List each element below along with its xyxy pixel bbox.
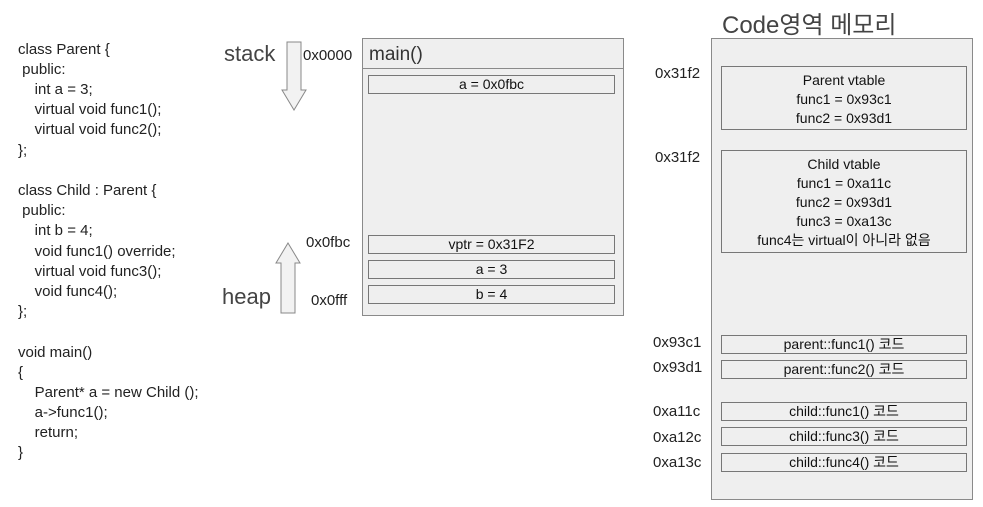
code-line: public: (18, 61, 66, 78)
stack-variable-cell: a = 0x0fbc (368, 75, 615, 94)
vtable-line: func1 = 0x93c1 (796, 91, 892, 107)
stack-heap-memory-panel: main() a = 0x0fbc vptr = 0x31F2 a = 3 b … (362, 38, 624, 316)
address-label: 0x0fbc (306, 234, 351, 251)
function-address: 0xa12c (653, 429, 702, 446)
code-line: a->func1(); (18, 404, 108, 421)
vtable-line: func3 = 0xa13c (796, 213, 892, 229)
code-line: }; (18, 142, 28, 159)
frame-header: main() (363, 39, 623, 69)
frame-title: main() (369, 44, 423, 65)
function-code-cell: child::func4() 코드 (721, 453, 967, 472)
heap-cell-b: b = 4 (368, 285, 615, 304)
function-address: 0xa11c (653, 403, 701, 420)
code-line: int b = 4; (18, 222, 93, 239)
code-line: virtual void func1(); (18, 101, 162, 118)
stack-down-arrow-icon (281, 41, 307, 111)
parent-vtable-box: Parent vtable func1 = 0x93c1 func2 = 0x9… (721, 66, 967, 130)
code-line: } (18, 444, 24, 461)
code-line: }; (18, 303, 28, 320)
code-line: return; (18, 424, 79, 441)
heap-label: heap (222, 284, 271, 309)
code-line: virtual void func2(); (18, 121, 162, 138)
stack-label: stack (224, 41, 276, 66)
code-line: int a = 3; (18, 81, 93, 98)
function-address: 0x93c1 (653, 334, 702, 351)
vtable-line: func4는 virtual이 아니라 없음 (757, 232, 931, 248)
heap-up-arrow-icon (275, 242, 301, 314)
parent-vtable-address: 0x31f2 (655, 65, 701, 82)
child-vtable-box: Child vtable func1 = 0xa11c func2 = 0x93… (721, 150, 967, 253)
vtable-line: Parent vtable (802, 72, 886, 88)
function-code-cell: child::func3() 코드 (721, 427, 967, 446)
vtable-line: func2 = 0x93d1 (795, 110, 893, 126)
heap-cell-vptr: vptr = 0x31F2 (368, 235, 615, 254)
code-line: void main() (18, 344, 93, 361)
address-label: 0x0fff (311, 292, 348, 309)
function-address: 0x93d1 (653, 359, 703, 376)
function-code-cell: parent::func1() 코드 (721, 335, 967, 354)
code-line: void func4(); (18, 283, 118, 300)
function-address: 0xa13c (653, 454, 702, 471)
code-line: class Child : Parent { (18, 182, 157, 199)
code-line: Parent* a = new Child (); (18, 384, 199, 401)
code-line: void func1() override; (18, 243, 176, 260)
code-line: class Parent { (18, 41, 110, 58)
function-code-cell: parent::func2() 코드 (721, 360, 967, 379)
code-area-title: Code영역 메모리 (722, 12, 897, 39)
code-line: { (18, 364, 24, 381)
vtable-line: func2 = 0x93d1 (795, 194, 893, 210)
child-vtable-address: 0x31f2 (655, 149, 701, 166)
heap-cell-a: a = 3 (368, 260, 615, 279)
address-label: 0x0000 (303, 47, 353, 64)
code-line: virtual void func3(); (18, 263, 162, 280)
function-code-cell: child::func1() 코드 (721, 402, 967, 421)
vtable-line: Child vtable (807, 156, 881, 172)
vtable-line: func1 = 0xa11c (796, 175, 892, 191)
code-line: public: (18, 202, 66, 219)
